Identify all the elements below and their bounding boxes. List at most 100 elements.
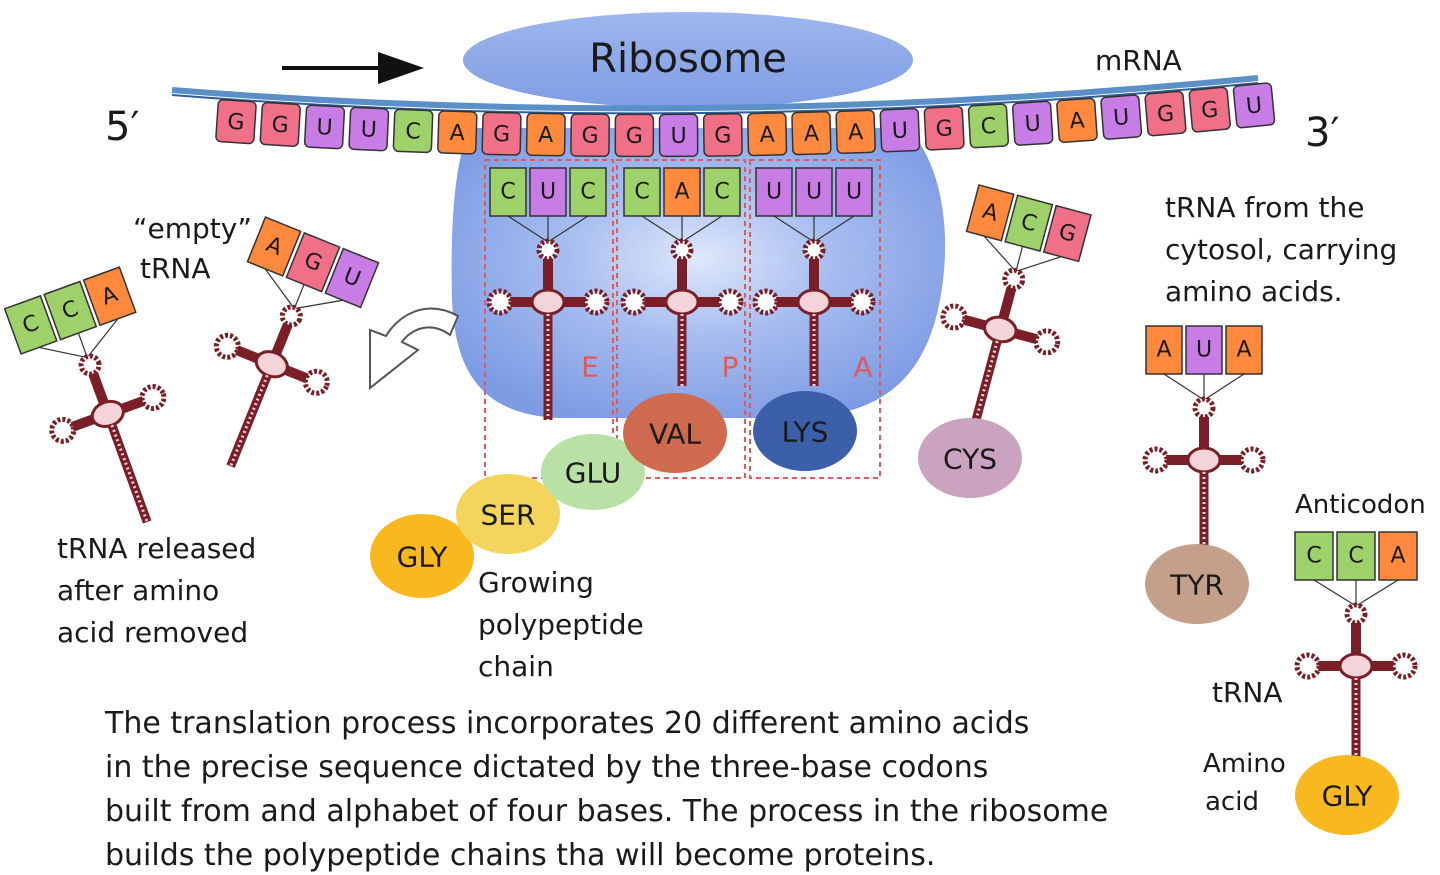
- amino-gly-example: GLY: [1295, 755, 1399, 835]
- amino-acid-group: GLY SER GLU VAL LYS CYS TYR GLY: [370, 391, 1399, 835]
- mrna-base: U: [303, 104, 346, 150]
- mrna-base: G: [1144, 90, 1187, 137]
- released-trna-label: tRNA released after amino acid removed: [57, 532, 265, 649]
- svg-text:LYS: LYS: [782, 416, 829, 449]
- ribosome-sites: [484, 159, 881, 479]
- mrna-base: C: [967, 103, 1010, 149]
- five-prime-label: 5′: [105, 104, 140, 150]
- amino-ser: SER: [456, 474, 560, 554]
- svg-text:TYR: TYR: [1169, 569, 1224, 602]
- mrna-base: A: [747, 112, 788, 157]
- growing-chain-label: Growing polypeptide chain: [478, 566, 653, 683]
- svg-text:G: G: [714, 123, 731, 148]
- mrna-base: U: [1100, 94, 1143, 140]
- mrna-base: A: [1056, 97, 1098, 144]
- mrna-base: U: [1232, 82, 1276, 129]
- mrna-base: U: [879, 107, 921, 153]
- svg-text:G: G: [626, 124, 643, 149]
- mrna-base: G: [923, 105, 965, 151]
- ribosome-small-subunit: [463, 12, 913, 108]
- svg-text:C: C: [405, 119, 421, 145]
- svg-text:GLU: GLU: [565, 457, 621, 490]
- svg-text:A: A: [1390, 544, 1405, 569]
- amino-gly-chain: GLY: [370, 514, 474, 598]
- svg-text:C: C: [1306, 544, 1321, 569]
- svg-text:A: A: [759, 123, 775, 148]
- svg-text:C: C: [634, 180, 649, 205]
- mrna-base: G: [215, 98, 257, 145]
- mrna-base: A: [791, 111, 832, 156]
- svg-text:A: A: [538, 123, 553, 148]
- svg-text:C: C: [980, 114, 997, 140]
- exit-arrow: [369, 307, 460, 391]
- mrna-base: G: [570, 113, 610, 157]
- p-site-box: [616, 159, 746, 479]
- svg-text:GLY: GLY: [397, 541, 449, 574]
- svg-text:U: U: [846, 180, 862, 205]
- a-site-box: [749, 159, 881, 479]
- mrna-base: G: [702, 112, 743, 157]
- svg-text:U: U: [670, 124, 686, 149]
- svg-text:C: C: [714, 180, 729, 205]
- mrna-base: G: [1188, 86, 1231, 133]
- svg-text:G: G: [935, 116, 953, 142]
- amino-tyr: TYR: [1145, 544, 1249, 624]
- svg-text:A: A: [674, 180, 689, 205]
- three-prime-label: 3′: [1305, 110, 1340, 156]
- svg-text:G: G: [1056, 219, 1079, 248]
- svg-text:A: A: [449, 121, 465, 146]
- empty-trna-label: “empty” tRNA: [133, 212, 261, 285]
- svg-text:G: G: [271, 112, 290, 138]
- p-site-label: P: [722, 351, 739, 384]
- mrna-base: G: [481, 111, 522, 156]
- mrna-base: U: [1011, 100, 1054, 146]
- e-site-box: [484, 159, 614, 479]
- mrna-base: A: [835, 109, 876, 155]
- caption: The translation process incorporates 20 …: [104, 706, 1118, 873]
- svg-text:VAL: VAL: [649, 418, 702, 451]
- svg-text:SER: SER: [481, 499, 536, 532]
- svg-text:U: U: [766, 180, 782, 205]
- svg-text:A: A: [804, 121, 820, 146]
- amino-glu: GLU: [541, 434, 645, 510]
- direction-arrow: [282, 52, 424, 84]
- svg-text:U: U: [1196, 338, 1212, 363]
- svg-text:U: U: [1024, 111, 1042, 137]
- svg-text:U: U: [891, 118, 908, 144]
- mrna-base: C: [392, 108, 434, 154]
- mrna-base: G: [614, 113, 655, 158]
- anticodon-label: Anticodon: [1295, 490, 1426, 520]
- svg-text:A: A: [1069, 108, 1086, 134]
- mrna-base: G: [259, 101, 301, 147]
- mrna-base: U: [658, 113, 699, 158]
- a-site-label: A: [853, 351, 872, 384]
- svg-text:C: C: [500, 180, 515, 205]
- svg-text:C: C: [1018, 209, 1039, 237]
- mrna-base: A: [525, 112, 566, 157]
- svg-text:U: U: [1112, 105, 1130, 131]
- svg-text:G: G: [581, 124, 598, 149]
- svg-text:CYS: CYS: [943, 443, 997, 476]
- svg-text:G: G: [1200, 97, 1219, 123]
- svg-text:C: C: [1348, 544, 1363, 569]
- amino-val: VAL: [623, 393, 727, 473]
- svg-text:G: G: [1156, 101, 1175, 127]
- svg-text:A: A: [848, 120, 864, 145]
- ribosome-label: Ribosome: [589, 36, 787, 82]
- trna-empty: AGU: [213, 216, 380, 468]
- svg-text:U: U: [316, 115, 333, 141]
- svg-text:A: A: [1156, 338, 1171, 363]
- mrna-base: A: [437, 110, 478, 155]
- svg-text:C: C: [580, 180, 595, 205]
- svg-text:U: U: [1245, 93, 1263, 119]
- e-site-label: E: [581, 351, 599, 384]
